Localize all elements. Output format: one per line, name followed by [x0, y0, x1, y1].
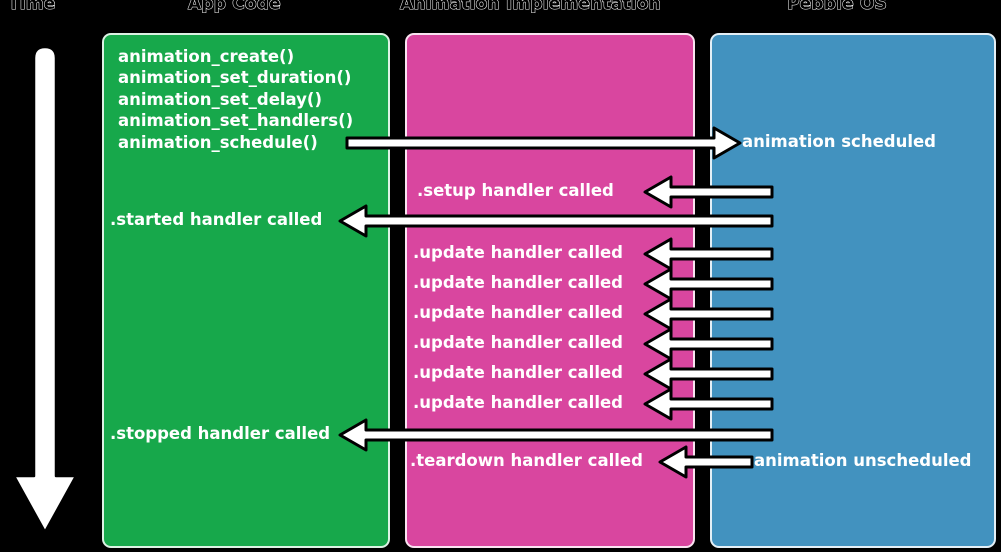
app-code-call-list: animation_create() animation_set_duratio… — [118, 46, 353, 153]
event-label-update-handler-4: .update handler called — [413, 333, 623, 352]
app-code-call: animation_set_delay() — [118, 89, 323, 109]
event-label-update-handler-5: .update handler called — [413, 363, 623, 382]
event-label-update-handler-2: .update handler called — [413, 273, 623, 292]
column-header-animation-implementation: Animation Implementation — [400, 0, 662, 15]
app-code-call: animation_set_handlers() — [118, 111, 354, 131]
event-label-started-handler: .started handler called — [110, 210, 323, 229]
event-label-animation-scheduled: animation scheduled — [742, 132, 936, 151]
arrow-update-handler-5 — [643, 357, 774, 391]
arrow-setup-handler — [643, 175, 774, 209]
arrow-animation-scheduled — [345, 126, 742, 160]
app-code-call: animation_create() — [118, 47, 295, 66]
arrow-stopped-handler — [338, 418, 774, 452]
app-code-call: animation_schedule() — [118, 132, 318, 152]
column-header-app-code: App Code — [188, 0, 282, 15]
event-label-update-handler-6: .update handler called — [413, 393, 623, 412]
arrow-update-handler-2 — [643, 267, 774, 301]
arrow-update-handler-6 — [643, 387, 774, 421]
column-header-time: Time — [7, 0, 56, 15]
arrow-update-handler-3 — [643, 297, 774, 331]
app-code-call: animation_set_duration() — [118, 68, 352, 88]
arrow-update-handler-4 — [643, 327, 774, 361]
event-label-setup-handler: .setup handler called — [417, 181, 614, 200]
arrow-update-handler-1 — [643, 237, 774, 271]
event-label-stopped-handler: .stopped handler called — [110, 424, 331, 443]
time-arrow-icon — [13, 45, 78, 534]
column-header-pebble-os: Pebble OS — [786, 0, 888, 15]
arrow-started-handler — [338, 204, 774, 238]
lane-animation-implementation — [405, 33, 695, 548]
event-label-update-handler-3: .update handler called — [413, 303, 623, 322]
event-label-teardown-handler: .teardown handler called — [410, 451, 643, 470]
arrow-teardown-handler — [658, 445, 754, 479]
lane-app-code — [102, 33, 390, 548]
event-label-animation-unscheduled: animation unscheduled — [754, 451, 972, 470]
event-label-update-handler-1: .update handler called — [413, 243, 623, 262]
